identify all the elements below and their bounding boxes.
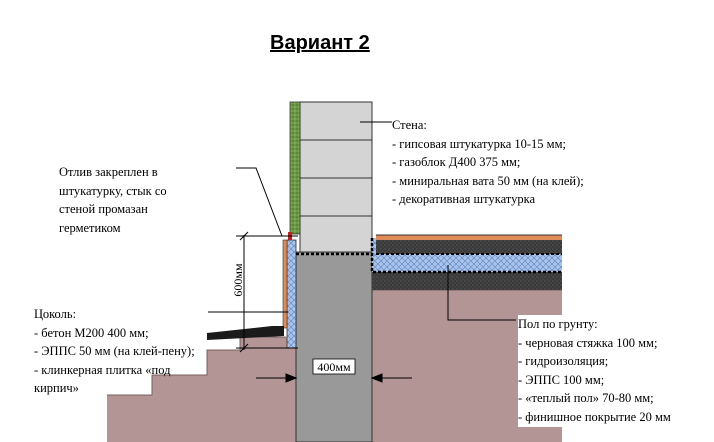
foundation-width-label: 400мм <box>317 360 351 374</box>
floor-annotation: Пол по грунту: - черновая стяжка 100 мм;… <box>518 315 675 427</box>
plinth-insulation <box>286 239 297 349</box>
floor-layers <box>370 234 562 290</box>
plinth-layer: - бетон М200 400 мм; <box>34 325 149 340</box>
gas-block-wall <box>299 101 373 253</box>
wall-layer: - газоблок Д400 375 мм; <box>392 155 521 170</box>
floor-layer: - финишное покрытие 20 мм <box>518 409 671 424</box>
foundation-width-dimension <box>256 373 412 383</box>
plinth-heading: Цоколь: <box>34 307 77 321</box>
concrete-foundation <box>295 251 373 442</box>
wall-heading: Стена: <box>392 118 427 132</box>
wall-insulation <box>289 101 301 235</box>
wall-layer: - декоративная штукатурка <box>392 192 536 207</box>
plinth-annotation: Цоколь: - бетон М200 400 мм; - ЭППС 50 м… <box>34 305 195 398</box>
wall-layer: - миниральная вата 50 мм (на клей); <box>392 173 584 188</box>
floor-layer: - «теплый пол» 70-80 мм; <box>518 391 654 406</box>
soil <box>107 289 562 442</box>
plinth-height-label: 600мм <box>231 263 245 297</box>
ebb-line: стеной промазан <box>59 202 148 217</box>
ebb-line: Отлив закреплен в <box>59 165 158 179</box>
ebb-line: герметиком <box>59 220 121 235</box>
plinth-layer: - ЭППС 50 мм (на клей-пену); <box>34 344 195 359</box>
floor-layer: - гидроизоляция; <box>518 354 609 369</box>
wall-annotation: Стена: - гипсовая штукатурка 10-15 мм; -… <box>392 116 584 209</box>
plinth-layer: кирпич» <box>34 381 79 396</box>
floor-layer: - черновая стяжка 100 мм; <box>518 335 658 350</box>
diagram-title: Вариант 2 <box>270 32 370 54</box>
ebb-annotation: Отлив закреплен в штукатурку, стык со ст… <box>59 163 167 237</box>
floor-heading: Пол по грунту: <box>518 317 598 331</box>
plinth-height-dimension <box>236 231 298 353</box>
wall-layer: - гипсовая штукатурка 10-15 мм; <box>392 136 566 151</box>
floor-layer: - ЭППС 100 мм; <box>518 372 605 387</box>
plinth-layer: - клинкерная плитка «под <box>34 362 171 377</box>
ebb-line: штукатурку, стык со <box>59 183 167 198</box>
window-ebb <box>207 326 284 340</box>
clinker-tile <box>282 239 288 329</box>
